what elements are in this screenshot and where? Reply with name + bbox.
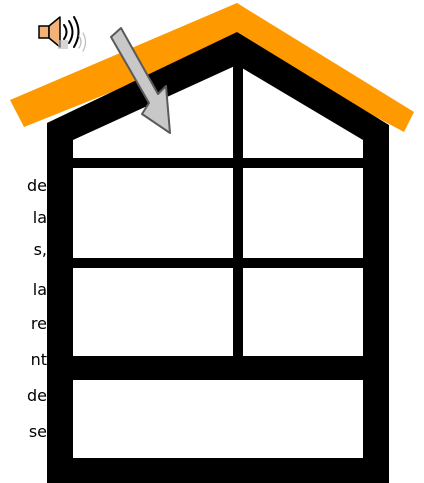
center-vertical-mullion <box>233 60 243 360</box>
house-frame <box>47 32 389 483</box>
lower-thick-horizontal-bar <box>60 356 370 380</box>
speaker-sound-icon[interactable] <box>39 17 86 51</box>
middle-horizontal-bar <box>60 258 370 268</box>
upper-horizontal-bar <box>60 158 370 168</box>
